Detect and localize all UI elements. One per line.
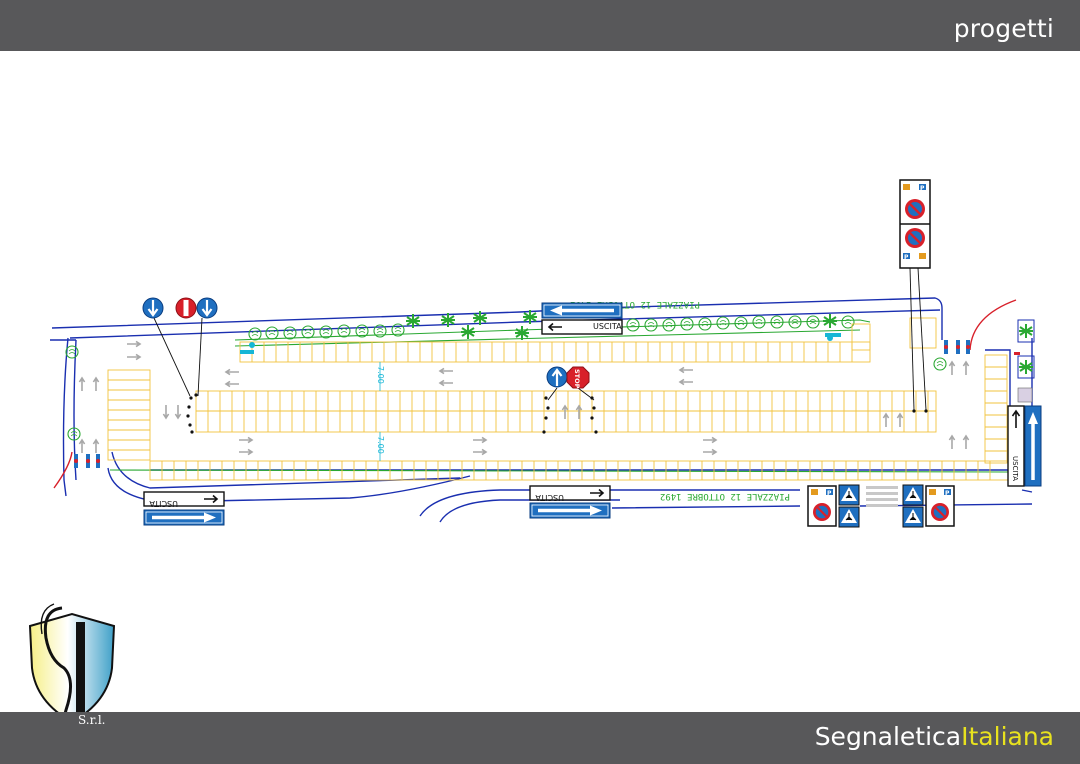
exit-label-bottom-left: USCITA xyxy=(149,499,178,508)
parking-letter-top-2: P xyxy=(904,254,909,261)
exit-label-top: USCITA xyxy=(593,322,622,331)
disabled-parking-markers xyxy=(240,333,841,354)
sign-ahead-only xyxy=(546,366,568,388)
sign-direction-bottom-center: USCITA xyxy=(528,485,612,520)
lane-width-label-bottom: 7.00 xyxy=(376,436,385,454)
sign-direction-bottom-left: USCITA xyxy=(142,491,226,527)
parking-letter-br: P xyxy=(945,490,950,497)
sign-direction-top: USCITA xyxy=(540,301,624,335)
parking-letter-top: P xyxy=(920,185,925,192)
leader-lines xyxy=(153,267,927,411)
sign-no-parking-stack-top: P P xyxy=(899,179,931,269)
logo-suffix: S.r.l. xyxy=(78,713,106,727)
exit-label-bottom-center: USCITA xyxy=(535,493,564,502)
bollard-gates xyxy=(74,340,970,468)
dot-bollards xyxy=(186,393,928,434)
sign-one-way-left xyxy=(142,297,164,319)
sign-one-way-down xyxy=(196,297,218,319)
red-curb-right xyxy=(969,299,1017,351)
header-bar: progetti xyxy=(0,0,1080,51)
footer-bar: SegnaleticaItaliana xyxy=(0,712,1080,764)
street-name-bottom: PIAZZALE 12 OTTOBRE 1492 xyxy=(660,491,790,501)
brand-name: SegnaleticaItaliana xyxy=(815,722,1054,751)
sign-stop: STOP xyxy=(566,366,590,389)
sign-no-entry xyxy=(175,297,197,319)
street-name-top: PIAZZALE 12 OTTOBRE 1492 xyxy=(570,299,700,309)
green-verge xyxy=(109,319,1009,473)
parking-stalls xyxy=(107,317,1011,481)
brand-name-part2: Italiana xyxy=(961,722,1054,751)
lane-width-label-top: 7.00 xyxy=(376,366,385,384)
parking-letter-bl: P xyxy=(827,490,832,497)
exit-label-right: USCITA xyxy=(1011,456,1019,481)
trees xyxy=(65,309,947,441)
page-title: progetti xyxy=(953,14,1054,43)
sign-no-parking-bottom-left: P xyxy=(807,485,837,527)
red-curb-left xyxy=(53,451,73,489)
small-right-blocks xyxy=(1014,319,1035,403)
sign-no-parking-bottom-right: P xyxy=(925,485,955,527)
sign-direction-right: USCITA xyxy=(1007,405,1042,487)
pedestrian-crossing xyxy=(866,486,898,507)
lane-width-markers: 7.00 7.00 xyxy=(376,362,385,461)
stop-label: STOP xyxy=(573,369,581,389)
sign-pedestrian-left xyxy=(838,484,860,528)
brand-name-part1: Segnaletica xyxy=(814,722,962,751)
traffic-arrows xyxy=(78,340,970,456)
